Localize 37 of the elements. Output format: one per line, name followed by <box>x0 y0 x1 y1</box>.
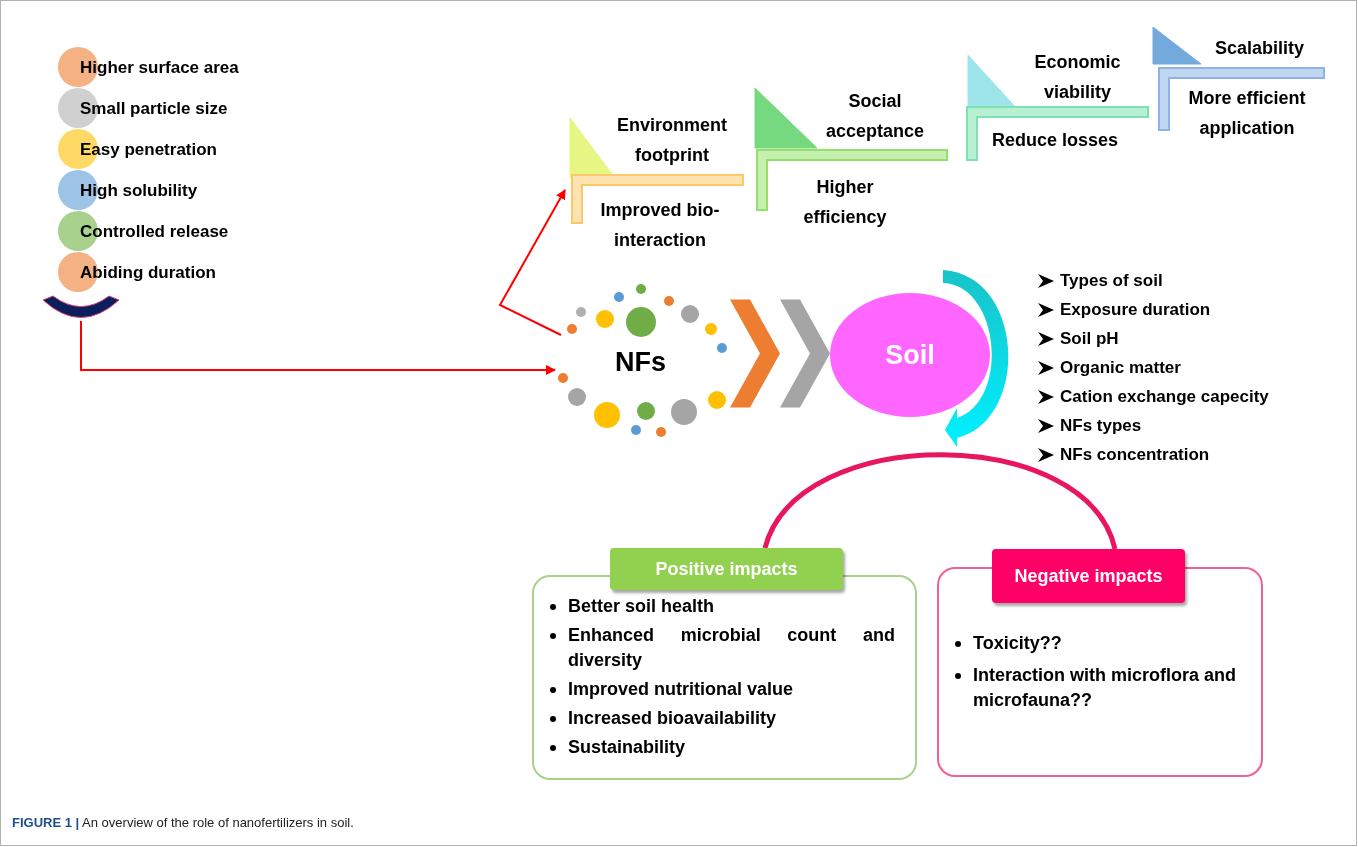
step-title: Scalability <box>1213 37 1305 60</box>
arrow <box>80 320 556 375</box>
factor-text: Types of soil <box>1060 269 1163 292</box>
bullet-text: Increased bioavailability <box>568 707 778 730</box>
factor-text: NFs types <box>1060 414 1142 437</box>
step-text: Reduce losses <box>990 129 1120 152</box>
header-tab: Positive impacts <box>610 548 843 590</box>
step-text: Improved bio-interaction <box>599 199 721 252</box>
property-text: High solubility <box>80 180 198 202</box>
header-tab: Negative impacts <box>992 549 1185 603</box>
factor-text: NFs concentration <box>1060 443 1210 466</box>
bullet-text: Enhanced microbial count and diversity <box>568 624 895 672</box>
factor-text: Exposure duration <box>1060 298 1211 321</box>
factor-text: Soil pH <box>1060 327 1119 350</box>
property-text: Abiding duration <box>80 262 216 284</box>
node-label: NFs <box>615 349 666 376</box>
chevron-arrow <box>730 299 830 408</box>
bullet-text: Improved nutritional value <box>568 678 795 701</box>
bullet-text: Sustainability <box>568 736 687 759</box>
step-title: Economic viability <box>1033 51 1122 104</box>
connector-arc <box>762 452 1118 550</box>
arc-shape <box>42 295 120 321</box>
property-text: Small particle size <box>80 98 228 120</box>
bullet-text: Interaction with microflora and microfauna?? <box>973 664 1238 712</box>
property-text: Controlled release <box>80 221 229 243</box>
step-text: More efficient application <box>1187 87 1307 140</box>
step-text: Higher efficiency <box>802 176 888 229</box>
factor-text: Cation exchange capecity <box>1060 385 1269 408</box>
property-text: Higher surface area <box>80 57 239 79</box>
step-title: Environment footprint <box>616 114 728 167</box>
bullet-text: Better soil health <box>568 595 716 618</box>
bullet-text: Toxicity?? <box>973 632 1063 655</box>
step-title: Social acceptance <box>824 90 926 143</box>
figure-caption: FIGURE 1 | An overview of the role of nanofertilizers in soil. <box>12 814 354 832</box>
arrow <box>498 189 566 336</box>
soil-ellipse: Soil <box>830 293 990 417</box>
factor-text: Organic matter <box>1060 356 1181 379</box>
